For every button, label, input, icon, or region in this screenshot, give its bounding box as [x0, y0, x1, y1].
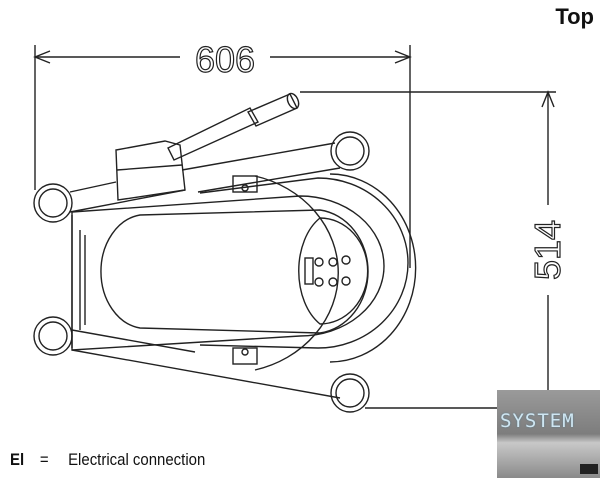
- wheel-top-left-icon: [33, 183, 73, 223]
- legend-equals: =: [39, 450, 49, 469]
- view-title: Top: [555, 4, 594, 29]
- system-logo: SYSTEM: [497, 390, 600, 478]
- logo-text: SYSTEM: [500, 410, 575, 432]
- wheel-bottom-right-icon: [330, 373, 370, 413]
- machine-outline: [33, 92, 417, 413]
- legend-code: El: [10, 450, 25, 469]
- wheel-top-right-icon: [330, 131, 370, 171]
- legend-description: Electrical connection: [68, 450, 206, 469]
- wheel-bottom-left-icon: [33, 316, 73, 356]
- logo-badge: [580, 464, 598, 474]
- width-dimension: 606: [33, 38, 412, 268]
- depth-dimension: 514: [300, 90, 569, 410]
- legend: El = Electrical connection: [10, 450, 205, 470]
- width-value: 606: [195, 39, 255, 80]
- depth-value: 514: [527, 220, 568, 280]
